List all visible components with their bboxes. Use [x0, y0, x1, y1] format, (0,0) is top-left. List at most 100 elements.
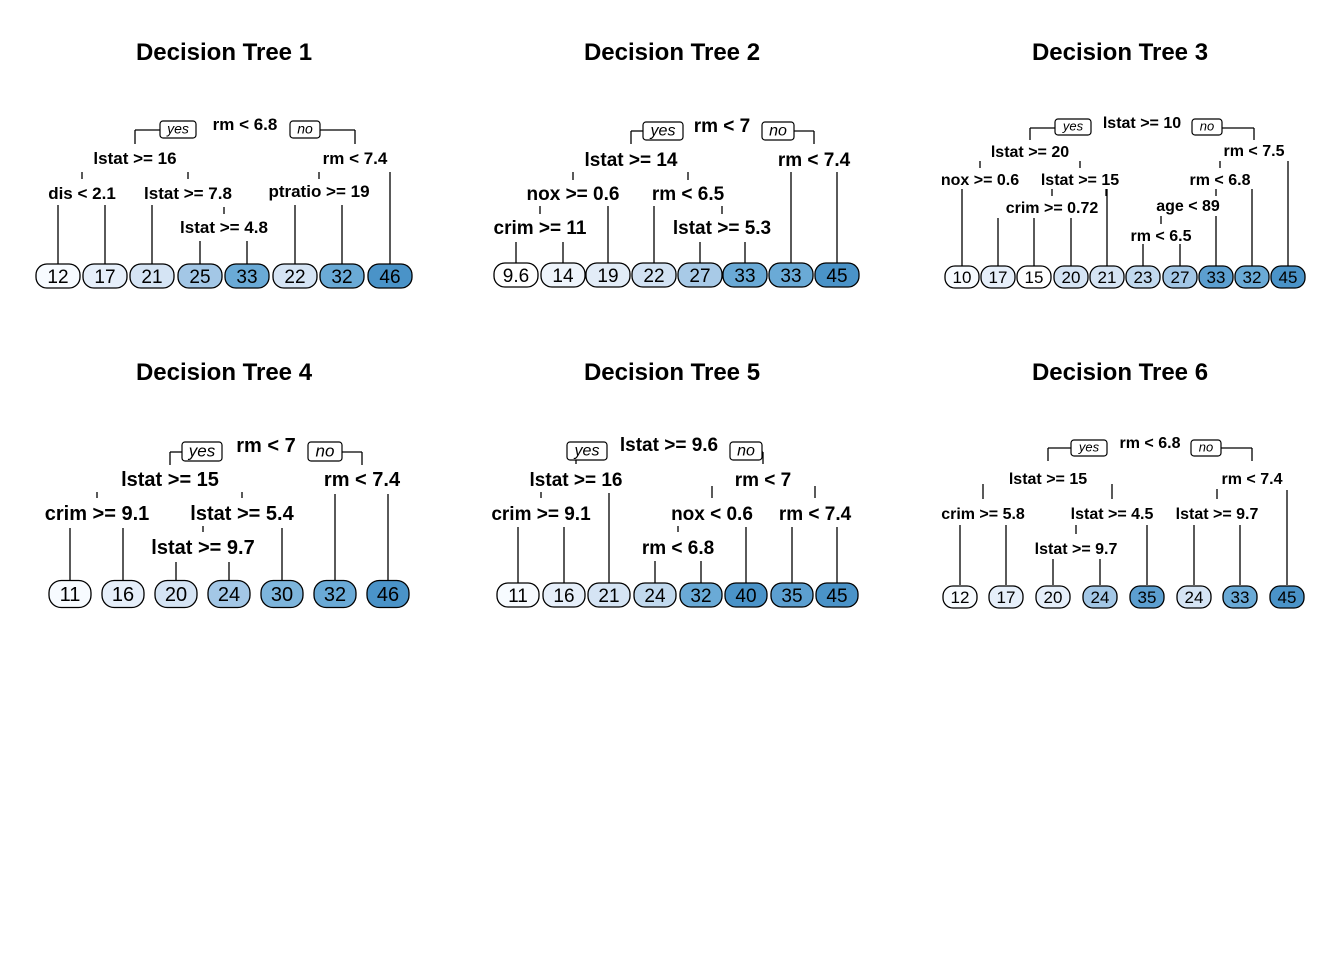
tree-title: Decision Tree 2 — [584, 39, 760, 66]
root-split-label: lstat >= 10 — [1103, 115, 1181, 132]
no-label: no — [297, 121, 313, 137]
leaf-value: 35 — [781, 586, 802, 607]
leaf-node — [587, 582, 631, 608]
split-label: nox >= 0.6 — [941, 172, 1019, 189]
split-label: lstat >= 9.7 — [1176, 506, 1259, 523]
leaf-node — [1053, 265, 1089, 289]
yes-label: yes — [188, 442, 216, 461]
leaf-value: 45 — [1279, 268, 1298, 287]
yes-box — [642, 121, 684, 141]
no-box — [761, 121, 795, 141]
leaf-value: 46 — [377, 584, 399, 606]
split-label: rm < 7.4 — [779, 504, 852, 525]
leaf-node — [313, 579, 357, 609]
leaf-value: 35 — [1138, 588, 1157, 607]
split-label: ptratio >= 19 — [268, 182, 369, 201]
split-label: lstat >= 9.7 — [1035, 541, 1118, 558]
leaf-node — [1270, 265, 1306, 289]
root-split-label: rm < 6.8 — [213, 115, 278, 134]
yes-box — [181, 441, 223, 462]
leaf-node — [1035, 585, 1071, 609]
leaf-value: 33 — [1231, 588, 1250, 607]
split-label: rm < 7.4 — [1222, 471, 1283, 488]
leaf-node — [177, 263, 223, 289]
leaf-value: 10 — [953, 268, 972, 287]
leaf-node — [367, 263, 413, 289]
leaf-value: 40 — [735, 586, 756, 607]
split-label: rm < 6.8 — [1190, 172, 1251, 189]
split-label: lstat >= 15 — [121, 469, 219, 491]
root-split-label: rm < 7 — [236, 435, 295, 457]
split-label: rm < 7.5 — [1224, 143, 1285, 160]
split-label: crim >= 0.72 — [1006, 200, 1099, 217]
leaf-node — [1016, 265, 1052, 289]
leaf-node — [677, 262, 723, 288]
split-label: rm < 6.5 — [1131, 228, 1192, 245]
leaf-value: 24 — [1091, 588, 1110, 607]
split-label: nox < 0.6 — [671, 504, 753, 525]
yes-box — [1070, 439, 1108, 457]
leaf-node — [722, 262, 768, 288]
leaf-node — [1176, 585, 1212, 609]
no-label: no — [316, 442, 335, 461]
split-label: lstat >= 15 — [1009, 471, 1087, 488]
leaf-node — [540, 262, 586, 288]
leaf-node — [35, 263, 81, 289]
leaf-value: 33 — [236, 267, 257, 288]
leaf-value: 21 — [1098, 268, 1117, 287]
leaf-value: 17 — [989, 268, 1008, 287]
leaf-value: 15 — [1025, 268, 1044, 287]
leaf-value: 24 — [218, 584, 240, 606]
leaf-value: 33 — [1207, 268, 1226, 287]
no-box — [1190, 439, 1222, 457]
yes-box — [566, 441, 608, 461]
leaf-value: 45 — [1278, 588, 1297, 607]
leaf-value: 22 — [643, 266, 664, 287]
leaf-node — [319, 263, 365, 289]
leaf-node — [542, 582, 586, 608]
leaf-node — [1129, 585, 1165, 609]
leaf-node — [493, 262, 539, 288]
split-label: lstat >= 4.8 — [180, 218, 268, 237]
leaf-value: 27 — [1171, 268, 1190, 287]
split-label: crim >= 9.1 — [45, 503, 150, 525]
split-label: lstat >= 15 — [1041, 172, 1119, 189]
leaf-value: 16 — [553, 586, 574, 607]
leaf-node — [1162, 265, 1198, 289]
leaf-node — [260, 579, 304, 609]
no-box — [307, 441, 343, 462]
leaf-node — [631, 262, 677, 288]
leaf-node — [272, 263, 318, 289]
leaf-node — [1082, 585, 1118, 609]
split-label: rm < 7 — [735, 470, 792, 491]
split-label: lstat >= 5.4 — [190, 503, 294, 525]
leaf-value: 45 — [826, 586, 847, 607]
leaf-value: 32 — [690, 586, 711, 607]
leaf-node — [496, 582, 540, 608]
leaf-value: 25 — [189, 267, 210, 288]
tree-title: Decision Tree 6 — [1032, 359, 1208, 386]
leaf-node — [770, 582, 814, 608]
split-label: lstat >= 5.3 — [673, 218, 771, 239]
leaf-node — [1269, 585, 1305, 609]
yes-box — [159, 120, 197, 139]
split-label: lstat >= 16 — [530, 470, 623, 491]
leaf-value: 22 — [284, 267, 305, 288]
leaf-node — [207, 579, 251, 609]
split-label: rm < 7.4 — [324, 469, 401, 491]
no-label: no — [1199, 440, 1213, 455]
leaf-node — [944, 265, 980, 289]
leaf-value: 20 — [1044, 588, 1063, 607]
no-label: no — [769, 123, 787, 140]
split-label: rm < 6.8 — [642, 538, 714, 559]
leaf-value: 14 — [552, 266, 574, 287]
leaf-value: 16 — [112, 584, 134, 606]
yes-label: yes — [1078, 440, 1100, 455]
split-label: lstat >= 16 — [93, 149, 176, 168]
leaf-value: 32 — [324, 584, 346, 606]
leaf-value: 12 — [951, 588, 970, 607]
